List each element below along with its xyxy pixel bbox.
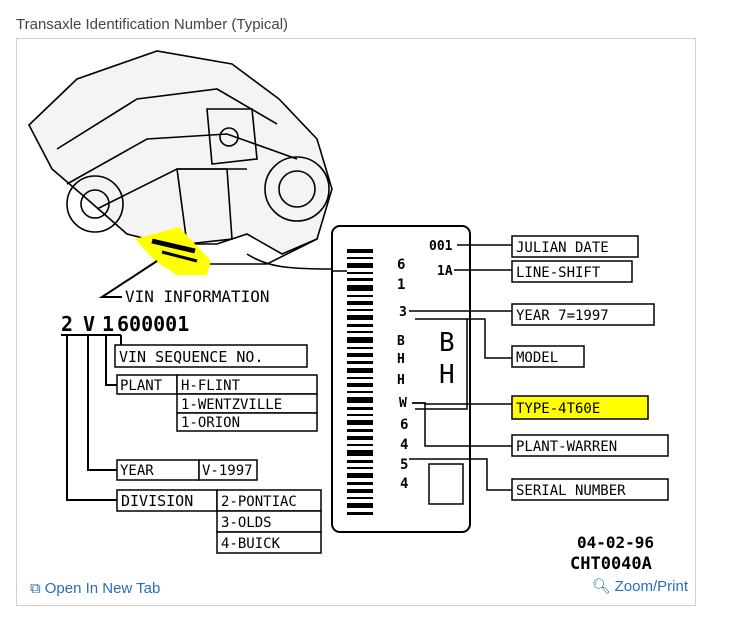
division-buick: 4-BUICK	[221, 536, 281, 552]
tag-year-label: YEAR 7=1997	[516, 308, 609, 324]
zoom-print-label: Zoom/Print	[614, 578, 688, 595]
side-digit: 5	[400, 457, 408, 473]
serial-number-label: SERIAL NUMBER	[516, 483, 626, 499]
code-w: W	[399, 396, 407, 411]
diagram-frame: VIN INFORMATION 2 V 1 600001 VIN SEQ	[16, 38, 696, 606]
plant-label: PLANT	[120, 378, 163, 394]
code-year: 3	[399, 305, 407, 320]
division-label: DIVISION	[121, 492, 193, 510]
side-digit: 4	[400, 476, 408, 492]
year-label: YEAR	[120, 463, 154, 479]
plant-orion: 1-ORION	[181, 415, 240, 431]
ref-code: CHT0040A	[570, 554, 652, 574]
year-value: V-1997	[202, 463, 253, 479]
code-h2: H	[397, 373, 405, 388]
division-olds: 3-OLDS	[221, 515, 272, 531]
side-digit: 6	[400, 417, 408, 433]
model-label: MODEL	[516, 350, 558, 366]
line-shift-label: LINE-SHIFT	[516, 265, 601, 281]
transaxle-drawing	[28, 50, 348, 272]
ref-date: 04-02-96	[577, 533, 654, 552]
type-highlight	[511, 395, 649, 420]
tag-blank-box	[428, 463, 464, 505]
julian-date-label: JULIAN DATE	[516, 240, 609, 256]
magnifier-icon: 🔍︎	[591, 578, 611, 595]
plant-flint: H-FLINT	[181, 378, 241, 394]
code-b: B	[397, 334, 405, 349]
division-pontiac: 2-PONTIAC	[221, 494, 297, 510]
page-title: Transaxle Identification Number (Typical…	[16, 16, 289, 33]
code-line: 1A	[437, 264, 453, 279]
side-digit: 6	[397, 257, 405, 273]
transaxle-diagram[interactable]: VIN INFORMATION 2 V 1 600001 VIN SEQ	[17, 39, 695, 605]
vin-digit-2: V	[83, 312, 95, 336]
tag-side-digits: 6 1 6 4 5 4	[397, 257, 408, 492]
vin-digit-1: 2	[61, 312, 73, 336]
zoom-print-link[interactable]: 🔍︎Zoom/Print	[592, 577, 688, 595]
vin-digit-3: 1	[102, 312, 114, 336]
vin-serial: 600001	[117, 312, 189, 336]
code-julian: 001	[429, 239, 453, 254]
plant-warren-label: PLANT-WARREN	[516, 439, 617, 455]
plant-wentzville: 1-WENTZVILLE	[181, 397, 282, 413]
side-digit: 4	[400, 437, 408, 453]
code-h: H	[397, 352, 405, 367]
type-label: TYPE-4T60E	[516, 401, 600, 417]
open-tab-icon: ⧉	[30, 580, 41, 597]
big-h: H	[439, 360, 455, 390]
vin-information-label: VIN INFORMATION	[125, 287, 270, 306]
vin-sequence-label: VIN SEQUENCE NO.	[119, 348, 264, 366]
open-tab-label: Open In New Tab	[44, 580, 161, 597]
big-b: B	[439, 328, 455, 358]
side-digit: 1	[397, 277, 405, 293]
open-in-new-tab-link[interactable]: ⧉Open In New Tab	[30, 580, 160, 597]
tag-barcode	[347, 249, 373, 515]
